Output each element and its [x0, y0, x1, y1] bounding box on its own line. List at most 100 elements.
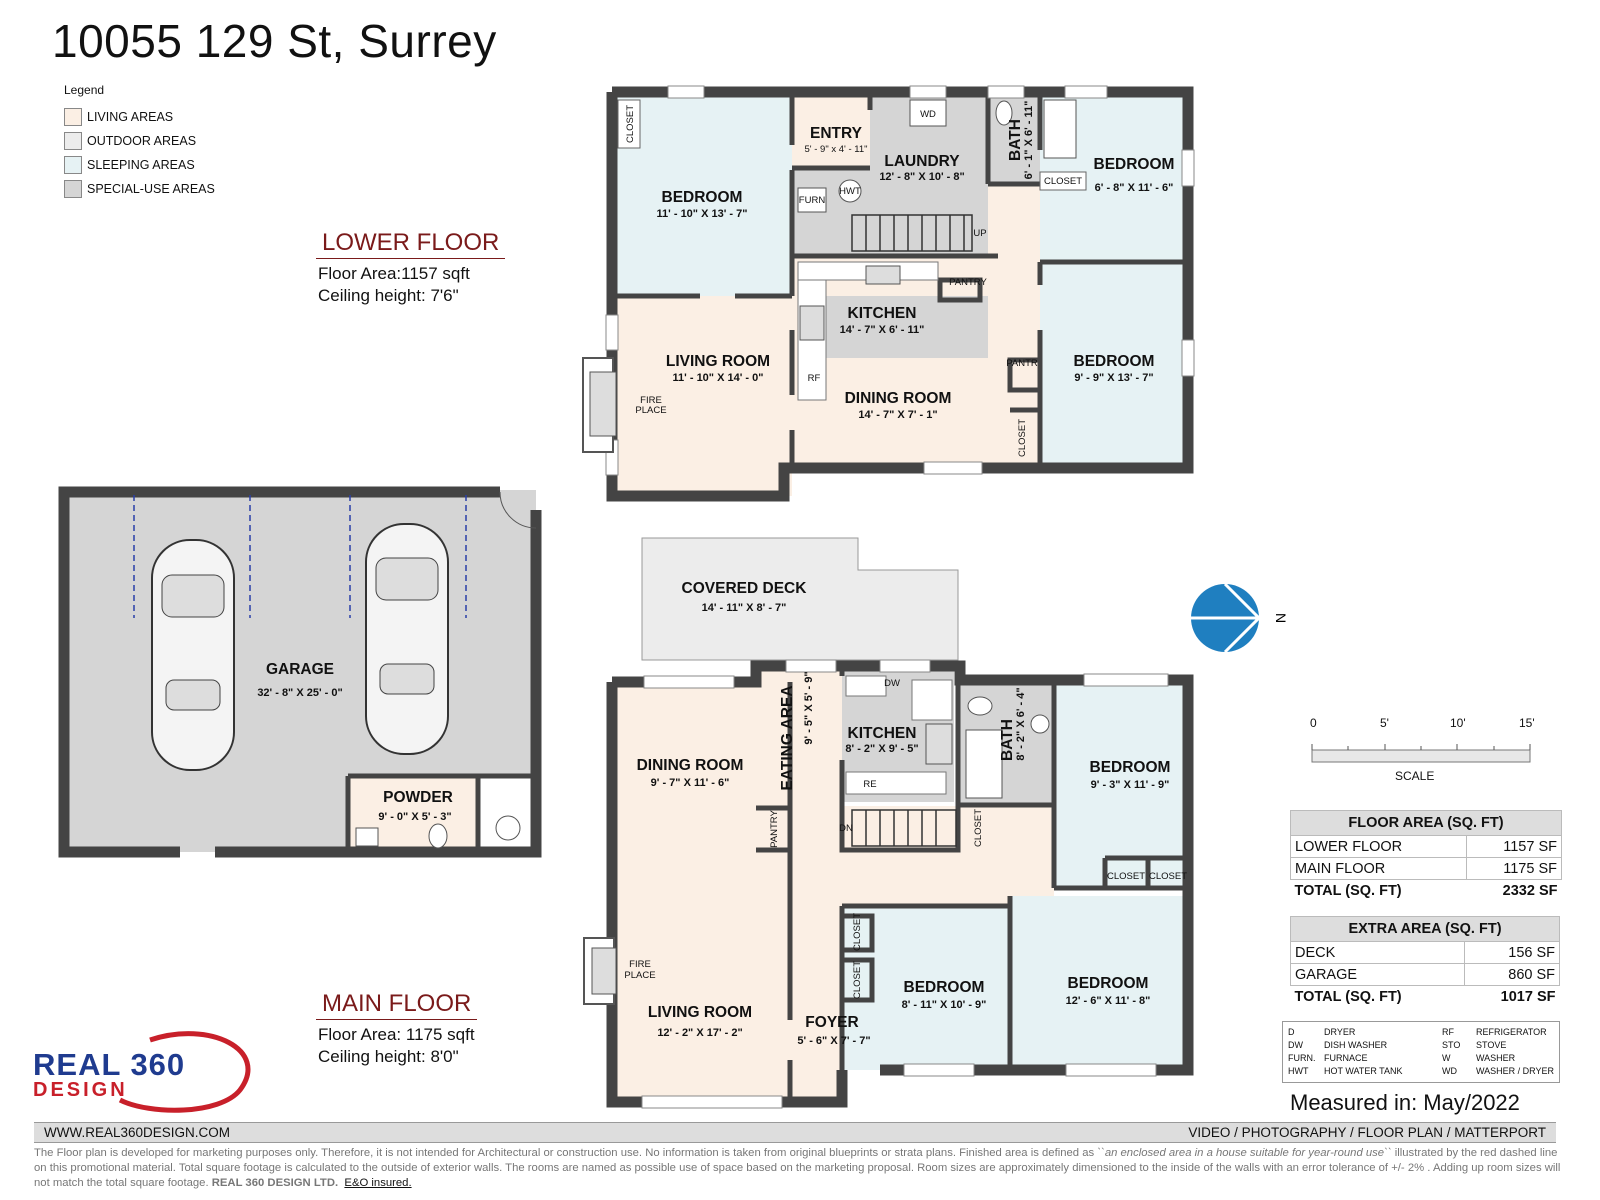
main-foyer-area	[790, 906, 842, 1102]
legend-item-outdoor: OUTDOOR AREAS	[64, 132, 196, 150]
legend-title: Legend	[64, 83, 105, 97]
room-dimension: 8' - 11" X 10' - 9"	[902, 999, 987, 1011]
floor-area-header: FLOOR AREA (SQ. FT)	[1290, 810, 1562, 836]
fireplace-label: FIRE	[629, 959, 651, 970]
lower-bedroom-1-area	[612, 92, 792, 296]
closet-label: CLOSET	[852, 913, 863, 951]
room-name: LAUNDRY	[884, 153, 960, 170]
scale-label: SCALE	[1395, 769, 1435, 783]
disclaimer: The Floor plan is developed for marketin…	[34, 1146, 1564, 1191]
room-dimension: 14' - 7" X 7' - 1"	[858, 409, 937, 421]
powder-sink	[355, 827, 379, 847]
closet-label: CLOSET	[1017, 419, 1028, 457]
main-counter	[845, 771, 947, 795]
room-dimension: 14' - 7" X 6' - 11"	[840, 324, 925, 336]
abbr-code: W	[1442, 1053, 1451, 1063]
stair-outline	[851, 809, 957, 847]
main-interior-walls	[756, 670, 1188, 1102]
room-dimension: 9' - 0" X 5' - 3"	[378, 811, 451, 823]
window	[879, 659, 931, 673]
closet-label: CLOSET	[1149, 871, 1187, 882]
insured-link[interactable]: E&O insured.	[344, 1177, 412, 1189]
room-dimension: 9' - 9" X 13' - 7"	[1074, 372, 1153, 384]
garage-walls	[58, 486, 542, 858]
closet-label: CLOSET	[1107, 871, 1145, 882]
lower-stairs	[851, 214, 973, 252]
room-name: BATH	[1007, 119, 1024, 161]
room-name: BEDROOM	[1068, 975, 1149, 992]
services-text: VIDEO / PHOTOGRAPHY / FLOOR PLAN / MATTE…	[1188, 1125, 1546, 1140]
lower-hall-area	[988, 184, 1040, 468]
abbr-code: WD	[1442, 1066, 1457, 1076]
room-name: LIVING ROOM	[666, 353, 770, 370]
room-dimension: 12' - 6" X 11' - 8"	[1066, 995, 1151, 1007]
stair-treads	[865, 215, 965, 251]
logo-swoosh	[118, 1031, 251, 1113]
abbr-code: DW	[1288, 1040, 1303, 1050]
main-closet-wall-2	[842, 957, 875, 1003]
lower-interior-walls	[612, 92, 1188, 468]
room-dimension: 6' - 1" X 6' - 11"	[1023, 101, 1035, 180]
legend-label: SLEEPING AREAS	[87, 158, 195, 172]
lower-living-area	[612, 296, 792, 496]
main-tub	[965, 729, 1003, 799]
scale-tick-label: 15'	[1519, 716, 1535, 730]
stair-treads	[865, 810, 937, 846]
main-floor-ceiling: Ceiling height: 8'0"	[318, 1047, 459, 1066]
main-sink-counter	[911, 679, 953, 721]
company-name: REAL 360 DESIGN LTD.	[211, 1177, 339, 1189]
main-bath-sink	[1030, 714, 1050, 734]
room-name: GARAGE	[266, 661, 334, 678]
table-total-row: TOTAL (SQ. FT)2332 SF	[1291, 880, 1562, 902]
disclaimer-text: The Floor plan is developed for marketin…	[34, 1147, 1098, 1159]
abbr-meaning: WASHER / DRYER	[1476, 1066, 1555, 1076]
car-windshield	[375, 557, 439, 601]
table-cell-value: 860 SF	[1464, 963, 1560, 986]
garage-wall-b	[215, 510, 542, 858]
room-name: ENTRY	[810, 125, 863, 142]
main-floor-heading: MAIN FLOOR	[316, 990, 478, 1020]
window	[643, 675, 735, 689]
table-cell-label: MAIN FLOOR	[1290, 857, 1467, 880]
covered-deck-area	[641, 537, 959, 661]
window	[1181, 149, 1195, 187]
room-dimension: 8' - 2" X 6' - 4"	[1015, 687, 1027, 760]
lower-furnace	[797, 187, 827, 213]
abbr-meaning: FURNACE	[1324, 1053, 1368, 1063]
room-name: LIVING ROOM	[648, 1004, 752, 1021]
room-name: DINING ROOM	[637, 757, 744, 774]
refrigerator-label: RF	[808, 373, 821, 384]
table-total-row: TOTAL (SQ. FT)1017 SF	[1291, 986, 1560, 1008]
main-stairs	[851, 809, 957, 847]
room-dimension: 12' - 8" X 10' - 8"	[879, 171, 964, 183]
lower-closet-box	[1039, 171, 1087, 191]
room-name: COVERED DECK	[682, 580, 808, 597]
website-link[interactable]: WWW.REAL360DESIGN.COM	[44, 1125, 231, 1140]
lower-washer-dryer	[909, 99, 947, 127]
main-closet-walls	[1102, 855, 1188, 888]
car-rear-window	[379, 663, 435, 695]
table-cell-value: 1157 SF	[1465, 835, 1563, 858]
window	[785, 659, 837, 673]
room-name: KITCHEN	[848, 725, 917, 742]
lower-windows	[605, 85, 1195, 476]
dishwasher	[845, 675, 887, 697]
room-dimension: 14' - 11" X 8' - 7"	[702, 602, 787, 614]
lower-floor-ceiling: Ceiling height: 7'6"	[318, 286, 459, 305]
window	[1083, 673, 1169, 687]
room-name: BEDROOM	[662, 189, 743, 206]
scale-tick-label: 10'	[1450, 716, 1466, 730]
abbr-meaning: WASHER	[1476, 1053, 1516, 1063]
garage-interior-walls	[345, 773, 536, 852]
lower-shower	[1043, 99, 1077, 159]
abbreviation-key: D DRYER DW DISH WASHER FURN. FURNACE HWT…	[1282, 1021, 1560, 1083]
page-title: 10055 129 St, Surrey	[52, 15, 497, 67]
window	[903, 1063, 975, 1077]
main-closet-wall	[842, 913, 875, 953]
scale-tick-label: 5'	[1380, 716, 1389, 730]
lower-sink	[865, 265, 901, 285]
room-name: BEDROOM	[904, 979, 985, 996]
